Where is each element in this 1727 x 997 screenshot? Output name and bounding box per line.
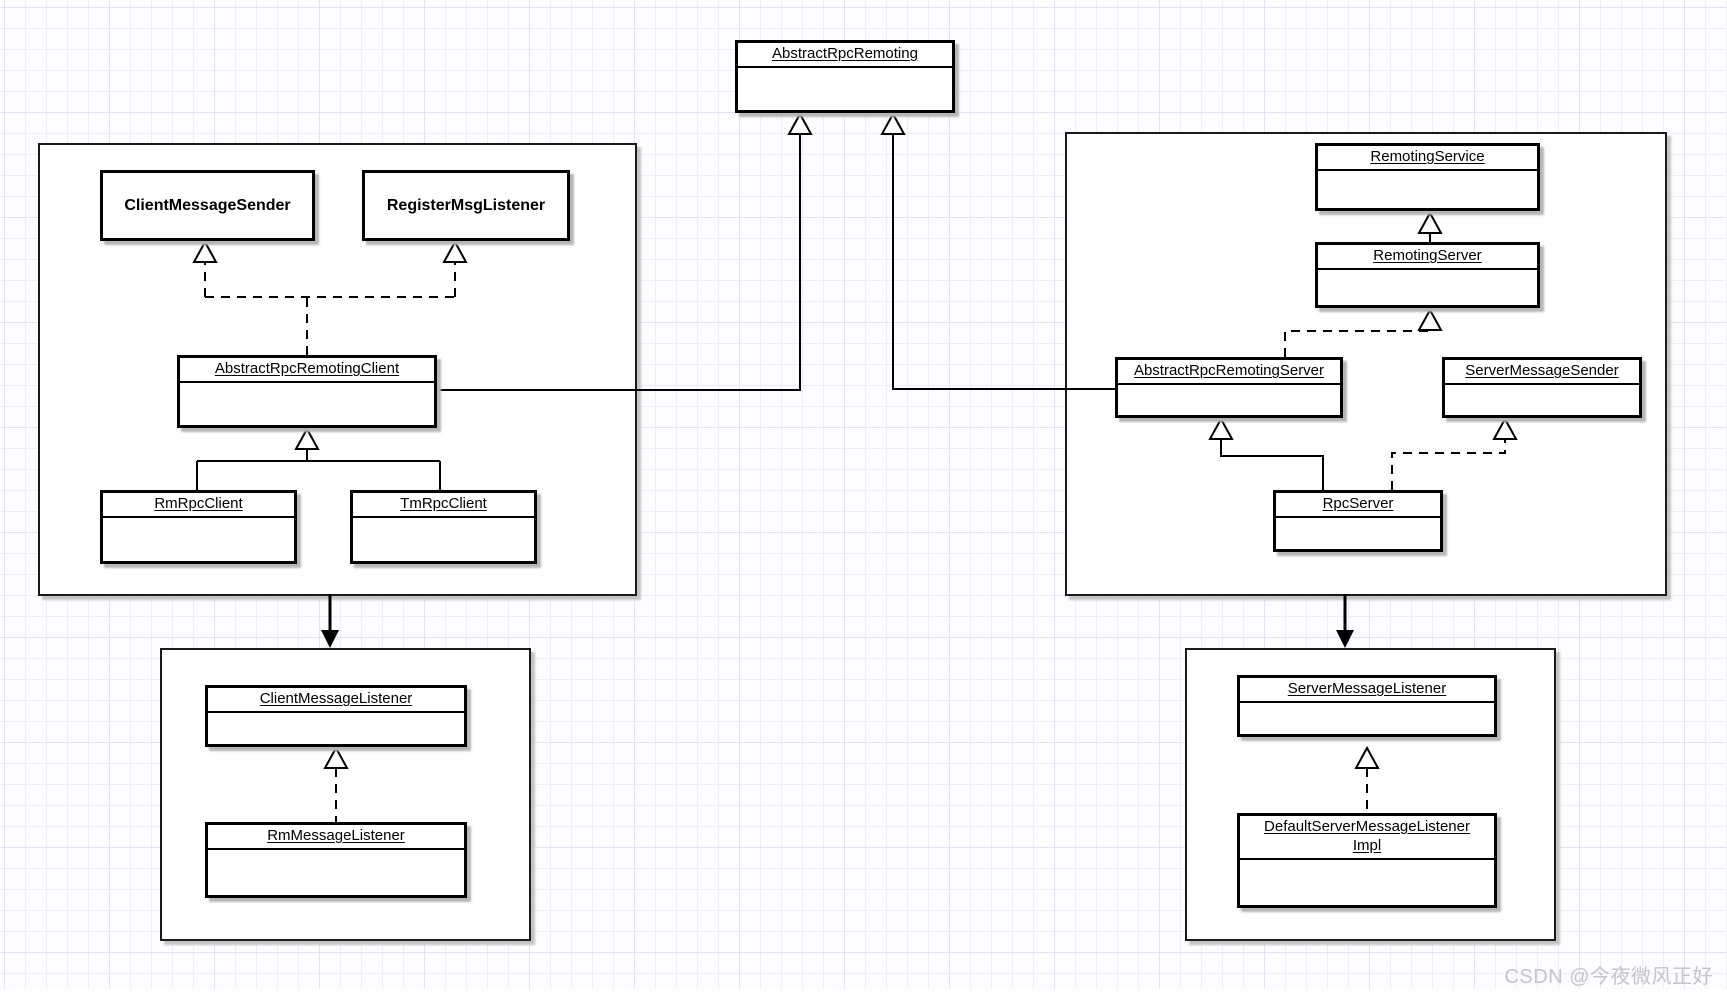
- class-box-client-message-listener: ClientMessageListener: [205, 685, 467, 747]
- class-body: [353, 518, 534, 561]
- edge-client-implements-interfaces: [192, 239, 468, 355]
- edge-rpc-server-implements-sender: [1391, 416, 1518, 490]
- interface-label: ClientMessageSender: [124, 196, 291, 214]
- class-title: RmMessageListener: [208, 825, 464, 850]
- interface-box-client-message-sender: ClientMessageSender: [100, 170, 315, 241]
- csdn-watermark: CSDN @今夜微风正好: [1504, 966, 1713, 988]
- edge-remoting-server-extends-service: [1417, 210, 1443, 242]
- class-box-tm-rpc-client: TmRpcClient: [350, 490, 537, 564]
- class-box-remoting-server: RemotingServer: [1315, 242, 1540, 308]
- class-box-rm-rpc-client: RmRpcClient: [100, 490, 297, 564]
- class-title-line2: Impl: [1352, 836, 1382, 854]
- interface-label: RegisterMsgListener: [386, 196, 546, 214]
- class-body: [1276, 518, 1440, 549]
- class-title: RpcServer: [1276, 493, 1440, 518]
- class-body: [1445, 385, 1639, 415]
- class-title-line1: DefaultServerMessageListener: [1264, 818, 1470, 835]
- class-title: ClientMessageListener: [208, 688, 464, 713]
- class-title: RmRpcClient: [103, 493, 294, 518]
- edge-server-extends-abstract-rpc-remoting: [880, 111, 1115, 390]
- edge-abstract-server-implements-remoting-server: [1284, 307, 1443, 357]
- class-box-remoting-service: RemotingService: [1315, 143, 1540, 211]
- edge-rpc-server-extends-abstract-server: [1208, 416, 1324, 490]
- class-body: [208, 713, 464, 744]
- edge-client-extends-abstract-rpc-remoting: [437, 111, 813, 391]
- class-body: [180, 383, 434, 425]
- class-title: RemotingServer: [1318, 245, 1537, 270]
- class-body: [1318, 171, 1537, 208]
- class-body: [1240, 860, 1494, 906]
- class-body: [208, 850, 464, 895]
- class-body: [738, 68, 952, 110]
- class-title: ServerMessageSender: [1445, 360, 1639, 385]
- class-box-server-message-sender: ServerMessageSender: [1442, 357, 1642, 418]
- edge-rm-listener-implements-client-listener: [323, 745, 349, 822]
- edge-default-listener-implements-server-listener: [1354, 745, 1380, 813]
- class-box-rpc-server: RpcServer: [1273, 490, 1443, 552]
- class-title: AbstractRpcRemotingClient: [180, 358, 434, 383]
- class-box-rm-message-listener: RmMessageListener: [205, 822, 467, 898]
- interface-box-register-msg-listener: RegisterMsgListener: [362, 170, 570, 241]
- bottom-margin-strip: [0, 989, 1727, 997]
- class-body: [1240, 703, 1494, 734]
- class-box-abstract-rpc-remoting-client: AbstractRpcRemotingClient: [177, 355, 437, 428]
- class-box-server-message-listener: ServerMessageListener: [1237, 675, 1497, 737]
- class-body: [103, 518, 294, 561]
- class-body: [1318, 270, 1537, 305]
- class-box-default-server-message-listener-impl: DefaultServerMessageListener Impl: [1237, 813, 1497, 908]
- class-box-abstract-rpc-remoting: AbstractRpcRemoting: [735, 40, 955, 113]
- class-title: AbstractRpcRemotingServer: [1118, 360, 1340, 385]
- edge-server-group-to-listener-group-arrow: [1336, 594, 1354, 648]
- class-box-abstract-rpc-remoting-server: AbstractRpcRemotingServer: [1115, 357, 1343, 418]
- class-title: AbstractRpcRemoting: [738, 43, 952, 68]
- edge-rm-tm-extend-client: [196, 426, 441, 490]
- class-title: DefaultServerMessageListener Impl: [1240, 816, 1494, 860]
- class-title: TmRpcClient: [353, 493, 534, 518]
- edge-client-group-to-listener-group-arrow: [321, 594, 339, 648]
- class-title: ServerMessageListener: [1240, 678, 1494, 703]
- class-title: RemotingService: [1318, 146, 1537, 171]
- class-body: [1118, 385, 1340, 415]
